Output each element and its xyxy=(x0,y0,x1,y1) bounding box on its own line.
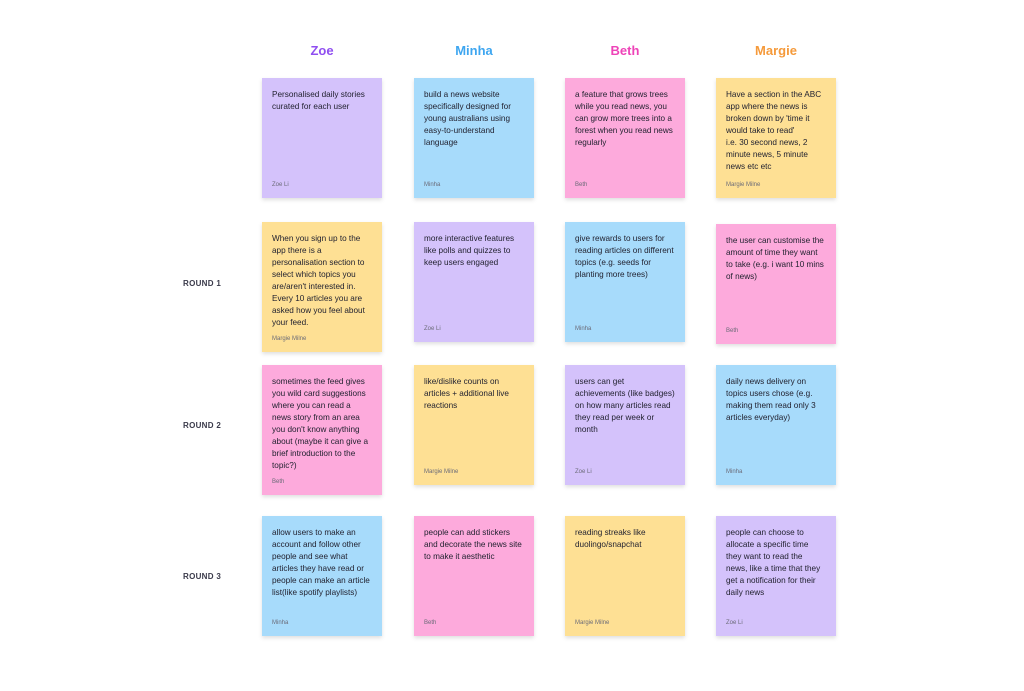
round-label-2: ROUND 2 xyxy=(183,421,222,430)
note-author: Minha xyxy=(726,469,743,475)
sticky-note[interactable]: Have a section in the ABC app where the … xyxy=(716,78,836,198)
sticky-note[interactable]: people can add stickers and decorate the… xyxy=(414,516,534,636)
note-text: like/dislike counts on articles + additi… xyxy=(424,377,509,410)
sticky-note[interactable]: more interactive features like polls and… xyxy=(414,222,534,342)
note-text: people can add stickers and decorate the… xyxy=(424,528,522,561)
note-text: more interactive features like polls and… xyxy=(424,234,515,267)
note-text: Have a section in the ABC app where the … xyxy=(726,90,822,171)
note-text: Personalised daily stories curated for e… xyxy=(272,90,365,111)
note-author: Margie Milne xyxy=(424,469,459,475)
note-text: people can choose to allocate a specific… xyxy=(726,528,821,597)
note-author: Minha xyxy=(272,620,289,626)
round-label-3: ROUND 3 xyxy=(183,572,222,581)
note-author: Zoe Li xyxy=(575,469,592,475)
sticky-note[interactable]: give rewards to users for reading articl… xyxy=(565,222,685,342)
note-author: Margie Milne xyxy=(272,336,307,342)
sticky-note[interactable]: people can choose to allocate a specific… xyxy=(716,516,836,636)
sticky-note[interactable]: like/dislike counts on articles + additi… xyxy=(414,365,534,485)
note-text: users can get achievements (like badges)… xyxy=(575,377,675,434)
sticky-note[interactable]: the user can customise the amount of tim… xyxy=(716,224,836,344)
sticky-note[interactable]: reading streaks like duolingo/snapchat M… xyxy=(565,516,685,636)
note-text: reading streaks like duolingo/snapchat xyxy=(575,528,646,549)
note-text: the user can customise the amount of tim… xyxy=(726,236,824,281)
note-author: Beth xyxy=(575,182,588,188)
note-text: give rewards to users for reading articl… xyxy=(575,234,674,279)
sticky-note[interactable]: users can get achievements (like badges)… xyxy=(565,365,685,485)
sticky-note[interactable]: daily news delivery on topics users chos… xyxy=(716,365,836,485)
note-text: allow users to make an account and follo… xyxy=(272,528,370,597)
column-header-minha: Minha xyxy=(455,43,493,58)
round-label-1: ROUND 1 xyxy=(183,279,222,288)
sticky-note[interactable]: build a news website specifically design… xyxy=(414,78,534,198)
sticky-note[interactable]: a feature that grows trees while you rea… xyxy=(565,78,685,198)
column-header-margie: Margie xyxy=(755,43,797,58)
note-author: Zoe Li xyxy=(424,326,441,332)
note-text: build a news website specifically design… xyxy=(424,90,511,147)
note-author: Beth xyxy=(726,328,739,334)
note-author: Beth xyxy=(424,620,437,626)
sticky-note[interactable]: When you sign up to the app there is a p… xyxy=(262,222,382,352)
note-author: Zoe Li xyxy=(726,620,743,626)
column-header-beth: Beth xyxy=(610,43,640,58)
note-author: Beth xyxy=(272,479,285,485)
note-author: Margie Milne xyxy=(575,620,610,626)
note-author: Zoe Li xyxy=(272,182,289,188)
note-author: Minha xyxy=(575,326,592,332)
column-header-zoe: Zoe xyxy=(310,43,334,58)
note-text: a feature that grows trees while you rea… xyxy=(575,90,673,147)
note-author: Margie Milne xyxy=(726,182,761,188)
note-author: Minha xyxy=(424,182,441,188)
note-text: sometimes the feed gives you wild card s… xyxy=(272,377,369,470)
note-text: daily news delivery on topics users chos… xyxy=(726,377,816,422)
sticky-note[interactable]: Personalised daily stories curated for e… xyxy=(262,78,382,198)
sticky-note[interactable]: allow users to make an account and follo… xyxy=(262,516,382,636)
sticky-note[interactable]: sometimes the feed gives you wild card s… xyxy=(262,365,382,495)
note-text: When you sign up to the app there is a p… xyxy=(272,234,365,327)
